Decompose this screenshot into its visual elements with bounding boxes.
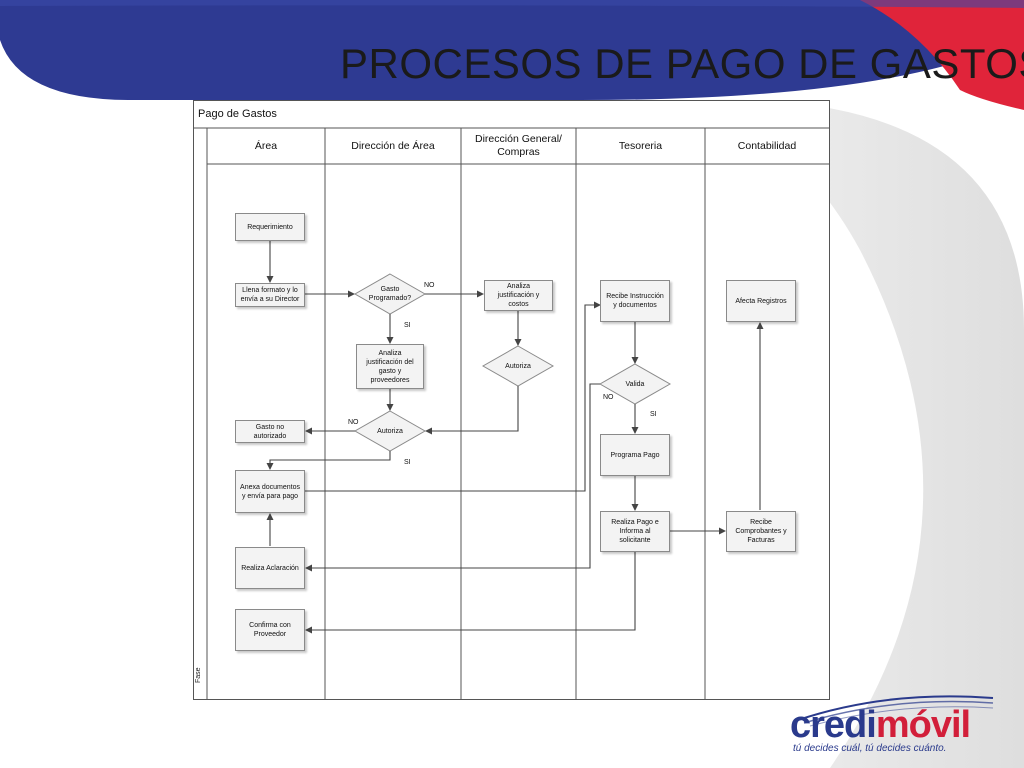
phase-label: Fase bbox=[195, 667, 202, 683]
lane-header-area: Área bbox=[254, 139, 278, 152]
node-programa-pago: Programa Pago bbox=[600, 434, 670, 476]
decision-valida-label: Valida bbox=[625, 380, 645, 388]
edge-label-valida-si: SI bbox=[650, 411, 657, 418]
node-anexa-documentos: Anexa documentos y envía para pago bbox=[235, 470, 305, 513]
node-realiza-aclaracion: Realiza Aclaración bbox=[235, 547, 305, 589]
node-requerimiento: Requerimiento bbox=[235, 213, 305, 241]
edge-label-valida-no: NO bbox=[603, 394, 614, 401]
edge-label-autoriza-si: SI bbox=[404, 459, 411, 466]
logo-swoosh-icon bbox=[797, 695, 994, 727]
edge-label-autoriza-no: NO bbox=[348, 419, 359, 426]
logo-wordmark: credimóvil bbox=[790, 704, 971, 746]
node-recibe-comprobantes: Recibe Comprobantes y Facturas bbox=[726, 511, 796, 552]
lane-header-direccion: Dirección de Área bbox=[351, 139, 435, 152]
node-gasto-no-autorizado: Gasto no autorizado bbox=[235, 420, 305, 443]
node-llena-formato: Llena formato y lo envía a su Director bbox=[235, 283, 305, 307]
slide-title: PROCESOS DE PAGO DE GASTOS bbox=[340, 40, 1024, 87]
decision-autoriza-gen-label: Autoriza bbox=[505, 362, 531, 370]
credimovil-logo: credimóvil tú decides cuál, tú decides c… bbox=[778, 692, 1000, 762]
edge-label-gasto-si: SI bbox=[404, 322, 411, 329]
decision-autoriza-dir-label: Autoriza bbox=[377, 427, 403, 435]
node-realiza-pago: Realiza Pago e Informa al solicitante bbox=[600, 511, 670, 552]
lane-header-contabilidad: Contabilidad bbox=[737, 139, 797, 152]
node-afecta-registros: Afecta Registros bbox=[726, 280, 796, 322]
decision-gasto-programado-label: Gasto Programado? bbox=[368, 286, 412, 302]
node-analiza-justificacion-dir: Analiza justificación del gasto y provee… bbox=[356, 344, 424, 389]
pool-title: Pago de Gastos bbox=[198, 108, 277, 120]
logo-tagline: tú decides cuál, tú decides cuánto. bbox=[793, 743, 947, 754]
lane-header-tesoreria: Tesoreria bbox=[618, 139, 663, 152]
node-analiza-justificacion-gen: Analiza justificación y costos bbox=[484, 280, 553, 311]
node-recibe-instruccion: Recibe Instrucción y documentos bbox=[600, 280, 670, 322]
lane-header-general: Dirección General/ Compras bbox=[475, 133, 562, 158]
node-confirma-proveedor: Confirma con Proveedor bbox=[235, 609, 305, 651]
edge-label-gasto-no: NO bbox=[424, 282, 435, 289]
